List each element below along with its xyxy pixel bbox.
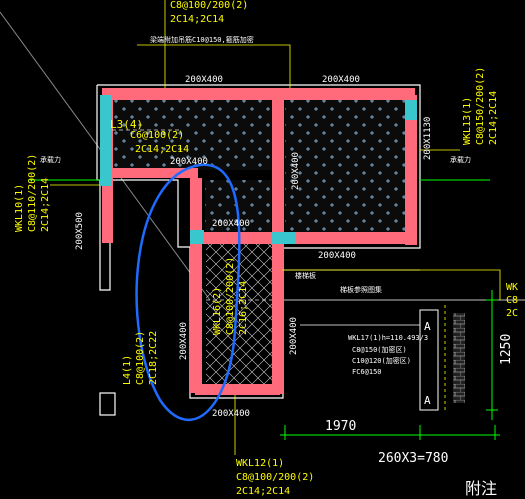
wkl10-name-label: WKL10(1) — [14, 184, 25, 232]
section-line3: C10@120(加密区) — [352, 356, 411, 365]
dim-mid-vertical-label: 200X400 — [291, 152, 301, 190]
slab-area-right — [285, 100, 407, 236]
dim-780-label: 260X3=780 — [378, 451, 448, 466]
dim-right-low-label: 200X400 — [289, 317, 299, 355]
stair-note-label: 楼梯板 — [295, 271, 316, 280]
wkl10-stirrup-label: C8@110/200(2) — [27, 154, 38, 232]
section-line2: C8@150(加密区) — [352, 345, 407, 354]
column-right — [405, 100, 417, 120]
slab-area-top-left — [112, 100, 272, 170]
l3-stirrup-label: C6@100(2) — [130, 130, 184, 141]
wkl16-bars-label: 2C16;2C14 — [238, 281, 249, 335]
l3-name-label: L3(4) — [110, 118, 143, 131]
dim-right-vertical-label: 200X1130 — [423, 117, 433, 160]
beam-bottom — [195, 384, 280, 395]
beam-mid-vertical — [272, 95, 284, 245]
dim-left-vertical-label: 200X500 — [75, 212, 85, 250]
top-note-label: 梁端附加吊筋C10@150,箍筋加密 — [150, 35, 254, 44]
beam-right-vertical — [405, 95, 417, 245]
section-mark-a2: A — [424, 394, 431, 407]
section-box — [419, 309, 439, 411]
building-outline — [96, 84, 421, 399]
l3-bars-label: 2C14;2C14 — [135, 144, 189, 155]
l4-name-label: L4(1) — [122, 355, 133, 385]
beam-l3 — [108, 168, 198, 178]
wkl16-stirrup-label: C8@100/200(2) — [225, 257, 236, 335]
l4-bars-label: 2C18;2C22 — [148, 331, 159, 385]
l4-stirrup-label: C8@100(2) — [135, 331, 146, 385]
left-note-label: 承载力 — [40, 155, 61, 164]
section-mark-a: A — [424, 320, 431, 333]
beam-top — [102, 88, 415, 100]
dim-inner-beam-label: 200X400 — [212, 219, 250, 229]
section-line1: WKL17(1)h=110.493/3 — [348, 334, 428, 342]
column-junction — [190, 230, 204, 244]
dim-1970-label: 1970 — [325, 419, 356, 434]
wkl12-bars-label: 2C14;2C14 — [236, 486, 290, 497]
column-left-mid — [100, 168, 112, 186]
top-beam-bars-label: 2C14;2C14 — [170, 14, 224, 25]
right-edge-label2: C8 — [506, 295, 518, 306]
column-left-top — [100, 95, 112, 175]
leader-right-edge — [282, 269, 501, 300]
wkl13-stirrup-label: C8@150/200(2) — [475, 67, 486, 145]
wkl12-stirrup-label: C8@100/200(2) — [236, 472, 314, 483]
wkl13-name-label: WKL13(1) — [462, 97, 473, 145]
section-line4: FC6@150 — [352, 368, 382, 376]
dim-bottom-beam-label: 200X400 — [212, 409, 250, 419]
dim-mid-horizontal-label: 200X400 — [318, 251, 356, 261]
brick-wall-section — [453, 313, 465, 403]
right-edge-label3: 2C — [506, 308, 518, 319]
beam-l4 — [190, 178, 202, 393]
dim-top-left-label: 200X400 — [185, 75, 223, 85]
top-beam-stirrup-label: C8@100/200(2) — [170, 0, 248, 11]
wkl10-bars-label: 2C14;2C14 — [40, 178, 51, 232]
beam-right-low — [272, 244, 284, 394]
dim-l3-bottom-label: 200X400 — [170, 157, 208, 167]
right-note-label: 承载力 — [450, 155, 471, 164]
review-markup-circle — [135, 163, 241, 422]
beam-mid-horizontal — [195, 232, 417, 244]
right-edge-label: WK — [506, 282, 518, 293]
wkl16-name-label: WKL16(2) — [212, 287, 223, 335]
stair-note2-label: 梯板参照图集 — [340, 285, 382, 294]
column-mid — [272, 232, 296, 244]
corner-note-label: 附注 — [465, 479, 497, 498]
dim-top-right-label: 200X400 — [322, 75, 360, 85]
dim-1250-label: 1250 — [499, 334, 514, 365]
small-box-outline — [99, 392, 116, 416]
dim-l4-label: 200X400 — [179, 322, 189, 360]
wkl13-bars-label: 2C14;2C14 — [488, 91, 499, 145]
leader-top-note — [137, 44, 291, 88]
wkl12-name-label: WKL12(1) — [236, 458, 284, 469]
